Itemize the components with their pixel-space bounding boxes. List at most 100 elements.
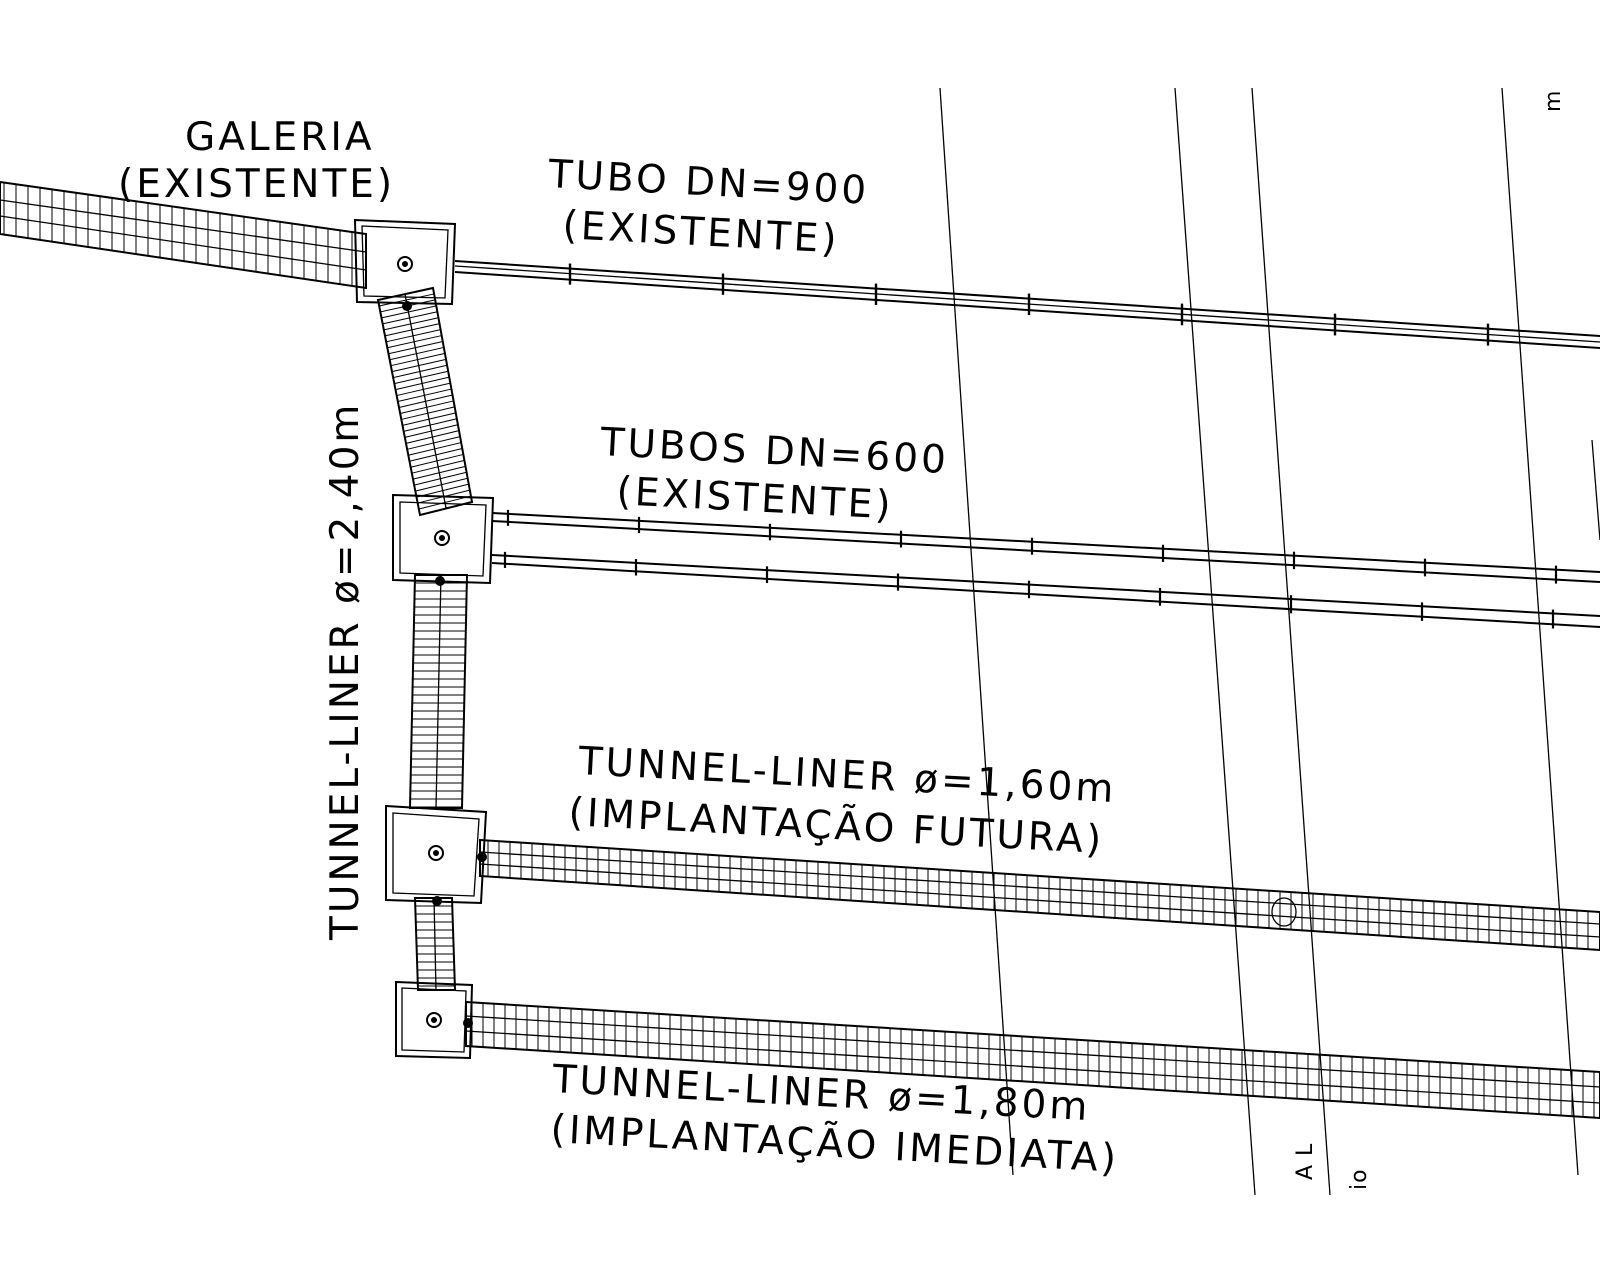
tunnel-240-ring [396,382,451,397]
tunnel-liner-240 [376,286,474,991]
connection-points [402,301,487,1028]
tunnel-240-ring [395,376,450,391]
tunnel-240-ring [404,424,459,438]
manhole-inner [401,987,467,1053]
tunnel-240-ring [382,311,438,325]
alignment-lines [939,87,1600,1196]
tunnel-240-ring [405,430,460,444]
manholes [353,218,495,1060]
label-tunnel-240: TUNNEL-LINER ø=2,40m [323,402,368,941]
tunnel-240-ring [387,335,442,349]
alignment-line-2 [1174,87,1256,1196]
tunnel-240-ring [402,412,456,426]
tunnel-240-ring [397,388,452,403]
tunnel-240-lower-rings [410,582,467,808]
tubo-600b-bottom [491,562,1600,628]
tunnel-240-ring [388,341,443,355]
galeria-inner-line [0,215,367,271]
tunnel-liner-160 [479,838,1600,952]
tunnel-240-ring [410,453,464,468]
manhole-cover-dot [439,535,445,541]
label-edge-m: m [1541,90,1566,112]
tubo-600a-bottom [491,520,1600,583]
label-galeria: GALERIA [185,115,375,160]
tubo-900-line-bottom [454,271,1600,349]
connection-dot [463,1018,473,1028]
tubo-600a-top [491,512,1600,573]
manhole-cover-icon [428,845,444,861]
alignment-line-4 [1501,87,1579,1176]
manhole-cover-icon [426,1012,442,1028]
tunnel-160-inner-line [479,851,1600,925]
manhole-cover-dot [431,1017,437,1023]
manhole-cover-dot [433,850,439,856]
tunnel-160-inner-line [479,863,1600,938]
tunnel-240-ring [407,436,461,450]
manhole-4 [395,980,474,1060]
tunnel-180-rings [471,1002,1595,1118]
tubo-600b-top [491,554,1600,617]
tunnel-240-ring [411,459,465,474]
tubo-600-joints [503,509,1558,629]
tunnel-240-ring [390,352,446,367]
tunnel-240-ring [394,370,449,385]
tunnel-240-ring [384,323,440,337]
tunnel-240-ring [379,293,435,307]
tunnel-240-upper-rings [379,293,472,510]
label-edge-al: A L [1293,1143,1318,1180]
manhole-outline [395,980,474,1060]
manhole-3 [385,804,488,905]
tunnel-240-ring [418,495,472,510]
connection-dot [435,576,445,586]
manhole-inner [392,812,480,897]
tunnel-240-ring [389,346,444,361]
tubo-900-centerline [454,265,1600,343]
label-edge-io: io [1347,1168,1372,1190]
manhole-inner [399,501,487,577]
connection-dot [402,301,412,311]
tunnel-240-ring [409,448,463,462]
manhole-inner [361,225,449,299]
tunnel-240-ring [383,317,439,331]
alignment-line-1 [939,87,1014,1176]
tubo-900-line-top [454,260,1600,337]
tunnel-liner-180 [465,1000,1600,1120]
alignment-line-3 [1251,87,1331,1196]
tunnel-240-lower-center [435,574,442,809]
tunnel-240-ring [401,406,455,420]
tubo-dn900 [454,260,1600,349]
galeria-ticks [3,182,353,287]
tunnel-240-ring [398,394,453,408]
tunnel-240-ring [393,364,448,379]
manhole-outline [353,218,457,306]
tubo-900-joints [568,263,1490,346]
tunnel-240-ring [386,329,441,343]
tunnel-240-ring [391,358,447,373]
tunnel-240-ring [408,442,462,456]
manhole-2 [392,493,495,585]
tunnel-240-ring [412,465,466,480]
tunnel-240-ring [416,483,469,498]
connection-dot [477,852,487,862]
tunnel-240-short-center [433,897,437,991]
manhole-outline [392,493,495,585]
tunnel-240-ring [400,400,454,414]
tunnel-160-rings [487,840,1589,950]
label-tubo-900-status: (EXISTENTE) [561,203,840,262]
label-galeria-status: (EXISTENTE) [118,162,395,207]
tunnel-240-ring [381,305,437,319]
galeria-existente [0,180,367,290]
manhole-1 [353,218,457,306]
liner-mark-icon [1271,897,1297,927]
tunnel-240-ring [415,477,468,492]
manhole-outline [385,804,488,905]
galeria-inner-line [0,199,367,253]
manhole-cover-icon [397,256,413,272]
tunnel-240-ring [414,471,467,486]
manhole-cover-icon [434,530,450,546]
tunnel-240-short-rings [415,905,455,987]
connection-dot [432,896,442,906]
tunnel-240-ring [403,418,457,432]
